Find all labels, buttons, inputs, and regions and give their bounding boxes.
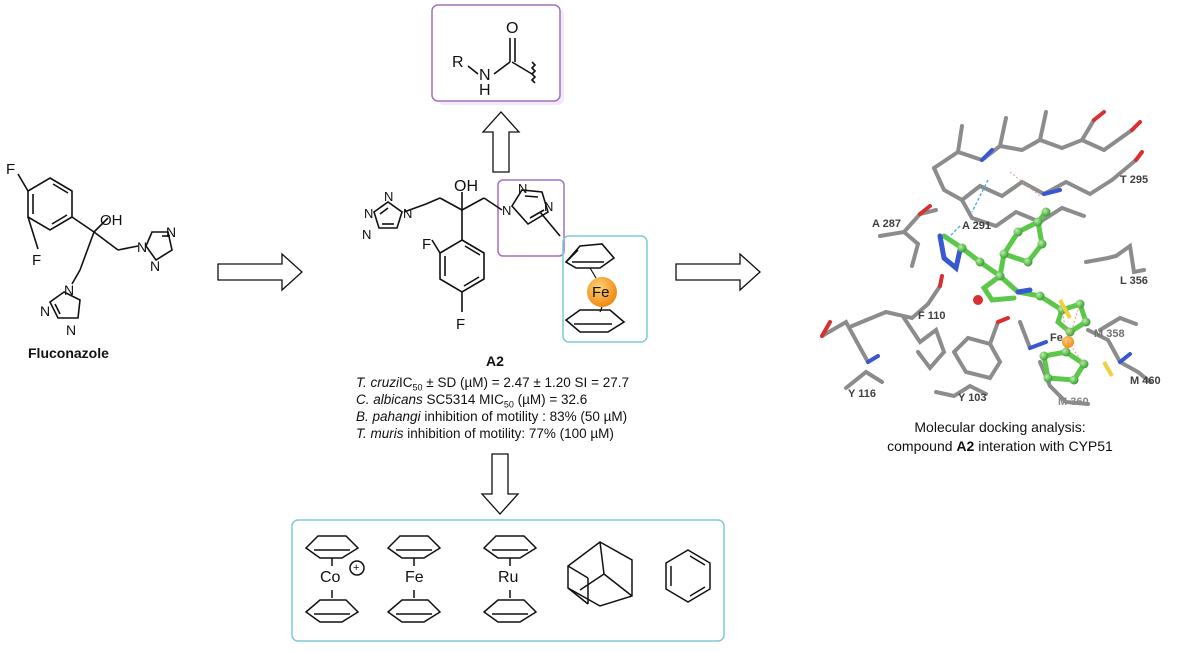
a2-n-1: N <box>364 206 374 221</box>
cobalt-charge: + <box>353 562 360 574</box>
docking-fe-label: Fe <box>1050 332 1063 344</box>
residue-label: Y 116 <box>848 388 876 400</box>
fluconazole-n6: N <box>66 322 77 338</box>
property-line: B. pahangi inhibition of motility : 83% … <box>356 409 628 424</box>
a2-n-6: N <box>518 181 528 196</box>
fluconazole-structure <box>17 173 173 319</box>
a2-n-2: N <box>384 189 394 204</box>
residue-label: M 460 <box>1130 375 1161 387</box>
replacements-structures <box>304 535 711 623</box>
a2-label: A2 <box>486 353 504 369</box>
ruthenium-label: Ru <box>498 569 519 586</box>
ferrocene-highlight-box <box>562 235 648 343</box>
property-line: T. cruziIC50 ± SD (µM) = 2.47 ± 1.20 SI … <box>356 375 629 393</box>
triazole-highlight-box <box>497 179 565 257</box>
docking-image <box>820 110 1152 406</box>
residue-label: M 358 <box>1094 328 1125 340</box>
arrow-a2-to-amide <box>481 111 521 173</box>
cobalt-label: Co <box>320 569 341 586</box>
iron-label: Fe <box>405 569 424 586</box>
property-line: C. albicans SC5314 MIC50 (µM) = 32.6 <box>356 392 588 410</box>
residue-label: T 295 <box>1120 174 1149 186</box>
property-line: T. muris inhibition of motility: 77% (10… <box>356 426 614 441</box>
fluconazole-n1: N <box>137 239 148 255</box>
arrow-a2-to-replacements <box>480 453 520 515</box>
a2-structure <box>373 189 626 333</box>
a2-n-3: N <box>362 227 372 242</box>
arrow-fluconazole-to-a2 <box>217 252 303 292</box>
residue-label: A 291 <box>962 220 991 232</box>
arrow-a2-to-docking <box>675 252 761 292</box>
a2-n-4: N <box>403 206 413 221</box>
protein-sticks <box>820 110 1152 406</box>
residue-label: L 356 <box>1120 275 1148 287</box>
amide-structure <box>467 38 537 84</box>
fluconazole-oh: OH <box>100 212 123 229</box>
fluconazole-f-top: F <box>6 161 16 178</box>
residue-label: A 287 <box>872 218 901 230</box>
fluconazole-f-left: F <box>32 252 42 269</box>
a2-f1: F <box>422 236 432 253</box>
a2-fe-sphere <box>587 277 617 307</box>
amide-r: R <box>452 54 464 71</box>
amide-n: N <box>479 67 491 84</box>
fluconazole-n3: N <box>150 258 161 274</box>
fluconazole-label: Fluconazole <box>28 345 109 361</box>
a2-fe: Fe <box>592 284 610 301</box>
fluconazole-n4: N <box>64 282 75 298</box>
residue-label: F 110 <box>918 310 946 322</box>
amide-o: O <box>506 20 519 37</box>
amide-h: H <box>479 82 491 99</box>
fluconazole-n5: N <box>40 303 51 319</box>
residue-label: M 360 <box>1058 396 1089 408</box>
docking-caption: Molecular docking analysis: compound A2 … <box>887 419 1113 454</box>
a2-oh: OH <box>454 178 478 195</box>
a2-properties: T. cruziIC50 ± SD (µM) = 2.47 ± 1.20 SI … <box>356 375 686 447</box>
residue-label: Y 103 <box>958 392 987 404</box>
a2-n-5: N <box>502 203 512 218</box>
amide-box <box>431 4 561 102</box>
fluconazole-n2: N <box>166 224 177 240</box>
a2-f2: F <box>456 316 466 333</box>
a2-n-7: N <box>544 199 554 214</box>
